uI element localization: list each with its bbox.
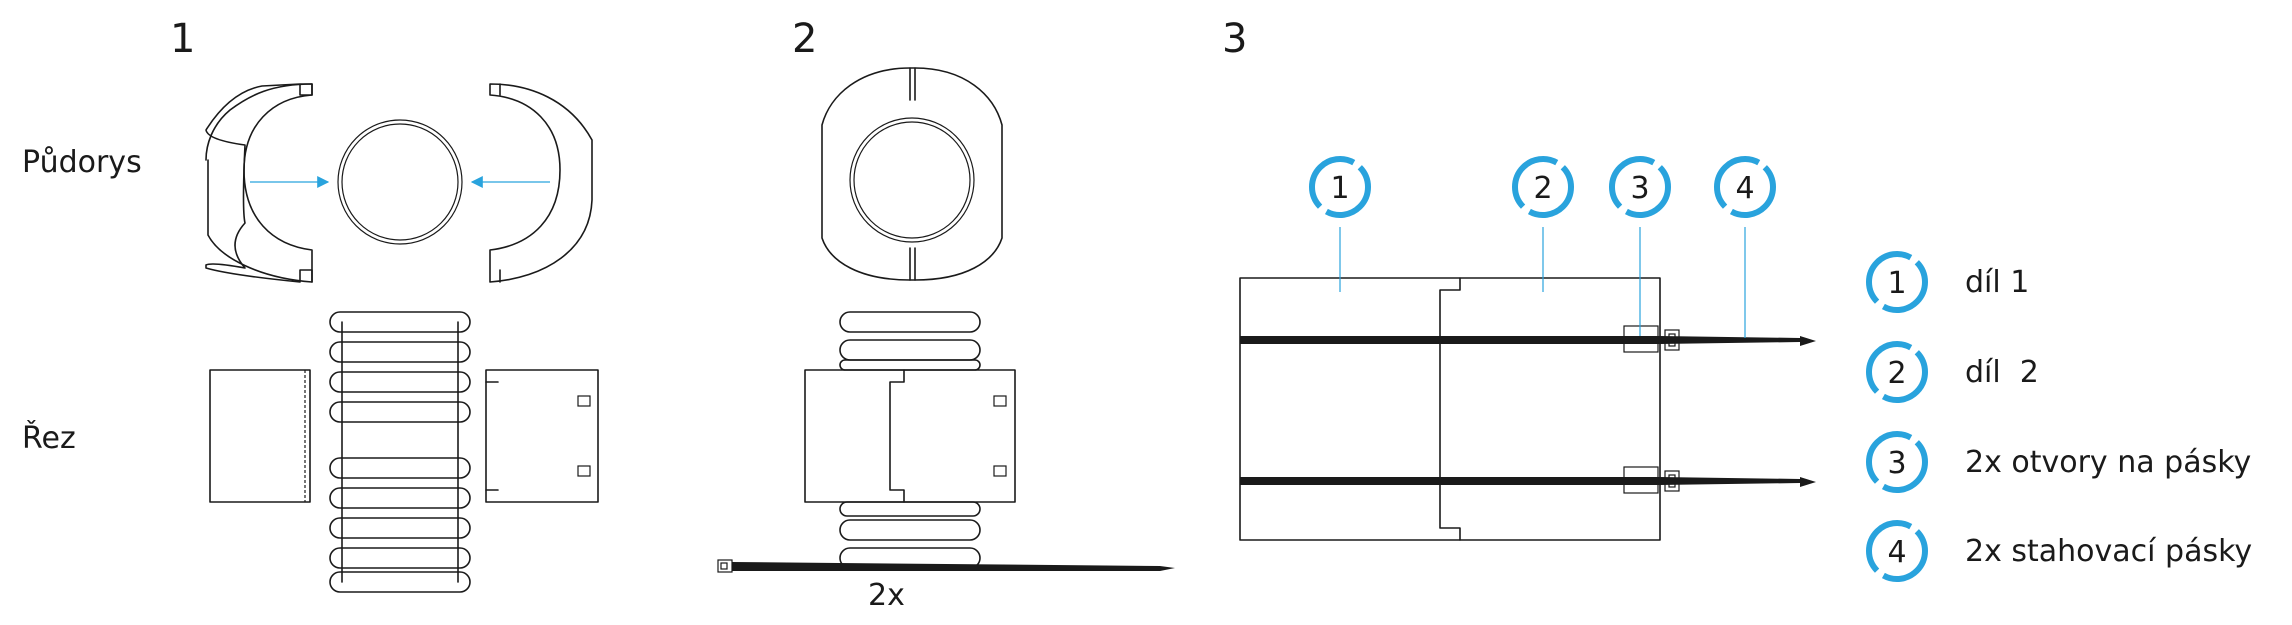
step3-assembly (1239, 277, 1816, 541)
callout-marker-3: 3 (1609, 156, 1671, 218)
row-label-section: Řez (22, 420, 76, 456)
step2-plan-assembled (821, 67, 1003, 281)
svg-text:2: 2 (1533, 171, 1552, 206)
svg-text:1: 1 (1330, 171, 1349, 206)
svg-text:2: 2 (1887, 356, 1906, 391)
step-number-1: 1 (170, 16, 195, 62)
step-number-3: 3 (1222, 16, 1247, 62)
svg-text:4: 4 (1735, 171, 1754, 206)
legend-item-3: 3 2x otvory na pásky (1866, 430, 2251, 493)
legend-item-1: 1 díl 1 (1866, 251, 2029, 313)
callout-marker-2: 2 (1512, 156, 1574, 218)
svg-text:3: 3 (1887, 446, 1906, 481)
svg-text:1: 1 (1887, 266, 1906, 301)
step2-caption: 2x (868, 578, 905, 613)
callout-marker-1: 1 (1309, 156, 1371, 218)
row-label-plan: Půdorys (22, 145, 142, 180)
step1-section-corrugated-pipe (329, 311, 471, 593)
callout-marker-4: 4 (1714, 156, 1776, 218)
legend-text: díl 1 (1965, 265, 2029, 300)
legend-text: 2x otvory na pásky (1965, 445, 2251, 480)
legend-text: díl 2 (1965, 355, 2039, 390)
svg-text:3: 3 (1630, 171, 1649, 206)
strap-slot-icon (577, 395, 591, 407)
step1-plan-pipe (337, 119, 463, 245)
legend-item-2: 2 díl 2 (1866, 341, 2039, 403)
step1-plan-left-half (205, 83, 313, 283)
step1-section-left-half (209, 369, 311, 503)
strap-slot-icon (577, 465, 591, 477)
step1-section-right-half (485, 369, 599, 503)
step1-plan-right-half (489, 83, 593, 283)
step-number-2: 2 (792, 16, 817, 62)
legend-text: 2x stahovací pásky (1965, 534, 2252, 569)
step2-section-assembled (804, 311, 1016, 569)
svg-text:4: 4 (1887, 535, 1906, 570)
legend-item-4: 4 2x stahovací pásky (1866, 520, 2252, 582)
cable-tie-icon (717, 559, 1175, 573)
